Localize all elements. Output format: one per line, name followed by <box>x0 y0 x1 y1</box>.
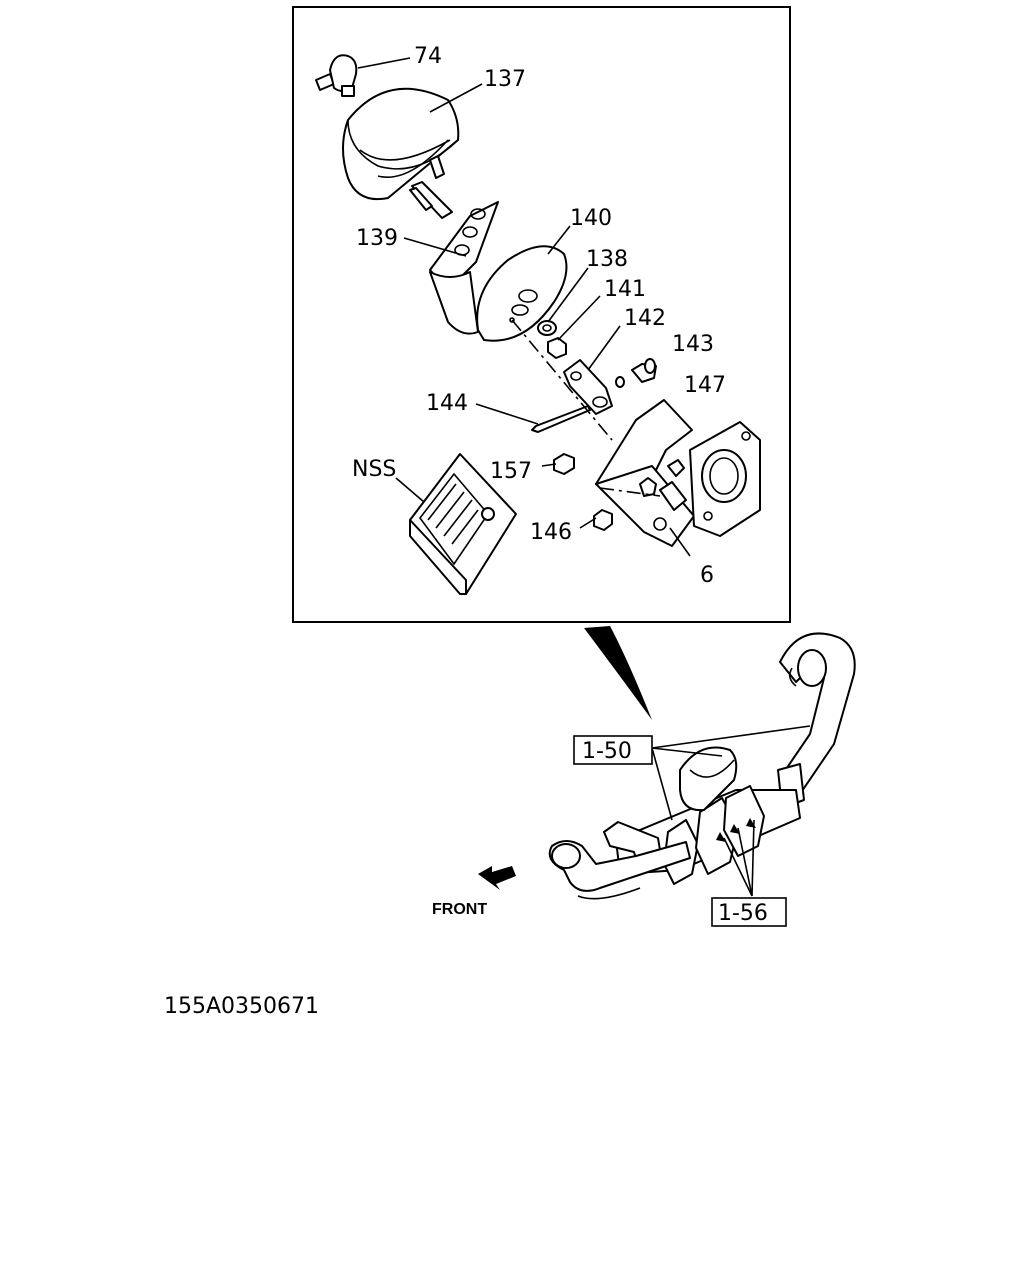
label-6: 6 <box>700 563 714 588</box>
overview-assembly <box>548 632 856 900</box>
drawing-code: 155A0350671 <box>164 994 319 1019</box>
front-arrow: FRONT <box>432 866 516 918</box>
reference-leaders <box>651 725 811 897</box>
part-142-link <box>563 359 613 415</box>
part-147-washer <box>615 376 625 388</box>
label-157: 157 <box>490 459 532 484</box>
label-147: 147 <box>684 373 726 398</box>
part-137-actuator <box>342 87 460 219</box>
label-146: 146 <box>530 520 572 545</box>
part-143-bolt <box>631 358 657 383</box>
part-138-washer <box>537 320 557 336</box>
label-nss: NSS <box>352 457 396 482</box>
label-142: 142 <box>624 306 666 331</box>
ref-box-1-56: 1-56 <box>711 897 787 927</box>
label-144: 144 <box>426 391 468 416</box>
label-137: 137 <box>484 67 526 92</box>
ref-1-56-label: 1-56 <box>718 901 768 926</box>
detail-pointer <box>584 626 652 720</box>
part-labels: 74 137 139 140 138 141 142 143 147 144 1… <box>352 44 726 588</box>
label-143: 143 <box>672 332 714 357</box>
part-6-valve <box>595 399 761 547</box>
leader-lines <box>357 57 691 557</box>
label-138: 138 <box>586 247 628 272</box>
assembly-centerline <box>511 319 661 497</box>
label-141: 141 <box>604 277 646 302</box>
label-74: 74 <box>414 44 442 69</box>
part-157-nut <box>553 453 575 475</box>
part-146-nut <box>593 509 613 531</box>
part-141-nut <box>547 337 567 359</box>
part-139-bracket <box>429 201 499 335</box>
part-nss-cover <box>409 453 517 595</box>
label-140: 140 <box>570 206 612 231</box>
ref-1-50-label: 1-50 <box>582 739 632 764</box>
label-139: 139 <box>356 226 398 251</box>
part-140-plate <box>476 245 568 342</box>
ref-box-1-50: 1-50 <box>573 735 653 765</box>
front-label: FRONT <box>432 901 487 918</box>
detail-frame <box>292 6 791 623</box>
part-144-pin <box>531 405 591 433</box>
part-74-fitting <box>315 54 358 97</box>
